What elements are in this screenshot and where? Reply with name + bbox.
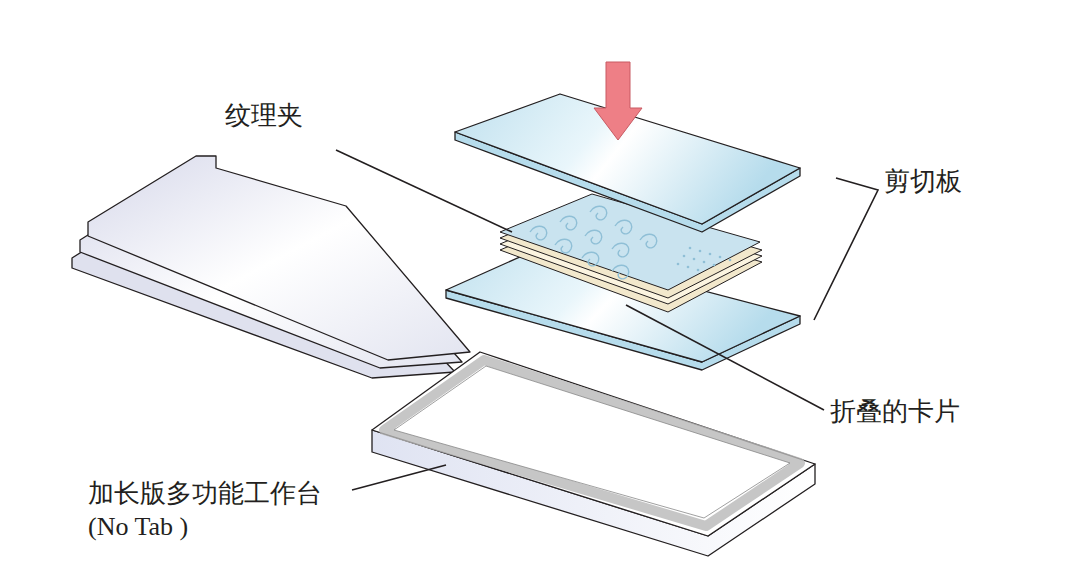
leader-line: [336, 150, 878, 490]
press-arrow: [594, 62, 642, 140]
work-platform: [372, 352, 815, 556]
part-label: 加长版多功能工作台 (No Tab ): [88, 478, 322, 543]
part-label: 剪切板: [884, 166, 962, 199]
part-label: 折叠的卡片: [830, 396, 960, 429]
plate-flap: [72, 156, 470, 378]
part-label: 纹理夹: [225, 100, 303, 133]
